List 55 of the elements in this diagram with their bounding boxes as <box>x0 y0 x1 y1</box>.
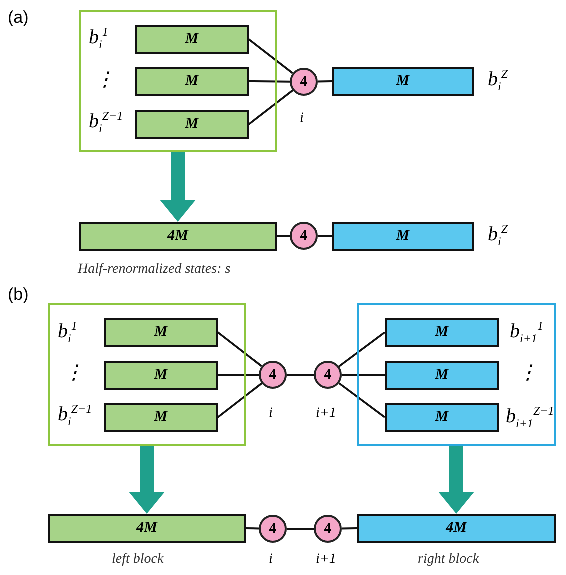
connector-line <box>318 80 332 83</box>
site-circle: 4 <box>290 68 318 96</box>
matrix-box: M <box>135 67 249 96</box>
site-circle: 4 <box>314 515 342 543</box>
ellipsis-mark: ⋮ <box>95 70 115 90</box>
matrix-box: M <box>104 318 218 347</box>
connector-line <box>276 235 290 238</box>
connector-line <box>338 332 386 368</box>
site-circle: 4 <box>314 361 342 389</box>
matrix-box: 4M <box>48 514 246 543</box>
connector-line <box>217 382 263 418</box>
matrix-box: M <box>135 110 249 139</box>
connector-line <box>248 38 294 74</box>
site-index: i+1 <box>316 407 336 421</box>
site-index: i <box>269 407 273 421</box>
matrix-box: M <box>385 318 499 347</box>
matrix-box: M <box>385 361 499 390</box>
caption-text: Half-renormalized states: s <box>78 262 231 278</box>
connector-line <box>248 80 290 83</box>
block-frame <box>79 10 277 152</box>
down-arrow <box>129 446 165 514</box>
block-frame <box>48 303 246 446</box>
panel-label: (a) <box>8 8 29 28</box>
site-circle: 4 <box>259 515 287 543</box>
connector-line <box>248 90 294 126</box>
matrix-box: 4M <box>79 222 277 251</box>
connector-line <box>246 528 260 530</box>
connector-line <box>217 332 263 368</box>
connector-line <box>287 374 314 376</box>
panel-label: (b) <box>8 285 29 305</box>
site-circle: 4 <box>290 222 318 250</box>
connector-line <box>218 374 260 376</box>
site-circle: 4 <box>259 361 287 389</box>
matrix-box: M <box>385 403 499 432</box>
block-frame <box>357 303 556 446</box>
connector-line <box>338 382 386 418</box>
connector-line <box>342 374 386 376</box>
down-arrow <box>438 446 474 514</box>
site-index: i <box>269 553 273 567</box>
connector-line <box>287 528 314 530</box>
block-caption: right block <box>418 553 480 567</box>
site-index: i+1 <box>316 553 336 567</box>
site-index: i <box>300 112 304 126</box>
matrix-box: M <box>104 361 218 390</box>
block-caption: left block <box>112 553 164 567</box>
matrix-box: M <box>332 67 474 96</box>
matrix-box: M <box>104 403 218 432</box>
connector-line <box>318 235 332 238</box>
down-arrow <box>160 152 196 222</box>
ellipsis-mark: ⋮ <box>518 363 538 383</box>
matrix-box: M <box>332 222 474 251</box>
connector-line <box>342 528 358 530</box>
matrix-box: M <box>135 25 249 54</box>
ellipsis-mark: ⋮ <box>64 363 84 383</box>
matrix-box: 4M <box>357 514 556 543</box>
